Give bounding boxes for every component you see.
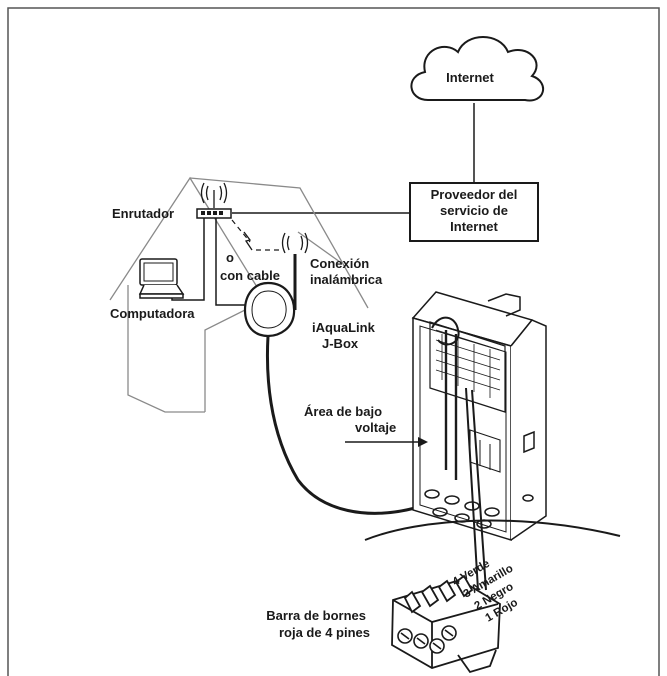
wireless-label-line2: inalámbrica — [310, 272, 383, 287]
jbox-device — [243, 281, 296, 338]
isp-box — [409, 182, 539, 242]
router-to-jbox-wired-cable — [215, 218, 251, 306]
internet-label: Internet — [446, 70, 494, 85]
router-wifi-icon — [200, 182, 228, 208]
jbox-wifi-icon — [281, 232, 309, 254]
router-label: Enrutador — [112, 206, 174, 221]
terminal-label-line2: roja de 4 pines — [279, 625, 370, 640]
diagram-frame — [7, 7, 660, 676]
wires-to-terminal — [465, 387, 487, 591]
magnification-arc — [364, 519, 621, 541]
jbox-label-line1: iAquaLink — [312, 320, 376, 335]
jbox-label-line2: J-Box — [322, 336, 359, 351]
terminal-screw-slots — [400, 629, 454, 650]
computer-icon — [138, 258, 185, 299]
isp-label-line2: servicio de — [440, 203, 508, 218]
low-voltage-label-line2: voltaje — [355, 420, 396, 435]
computer-label: Computadora — [110, 306, 195, 321]
internet-cloud — [410, 36, 544, 102]
wired-label: con cable — [220, 268, 280, 283]
wireless-label-line1: Conexión — [310, 256, 369, 271]
isp-label-line3: Internet — [450, 219, 498, 234]
wireless-dashed-link — [231, 219, 282, 251]
or-label: o — [226, 250, 234, 265]
low-voltage-label-line1: Área de bajo — [304, 404, 382, 419]
router-device — [196, 208, 232, 219]
control-panel-enclosure — [411, 291, 547, 542]
wireless-lightning-icon — [243, 231, 253, 251]
terminal-label-line1: Barra de bornes — [266, 608, 366, 623]
low-voltage-arrow — [345, 437, 428, 447]
isp-label-line1: Proveedor del — [431, 187, 518, 202]
